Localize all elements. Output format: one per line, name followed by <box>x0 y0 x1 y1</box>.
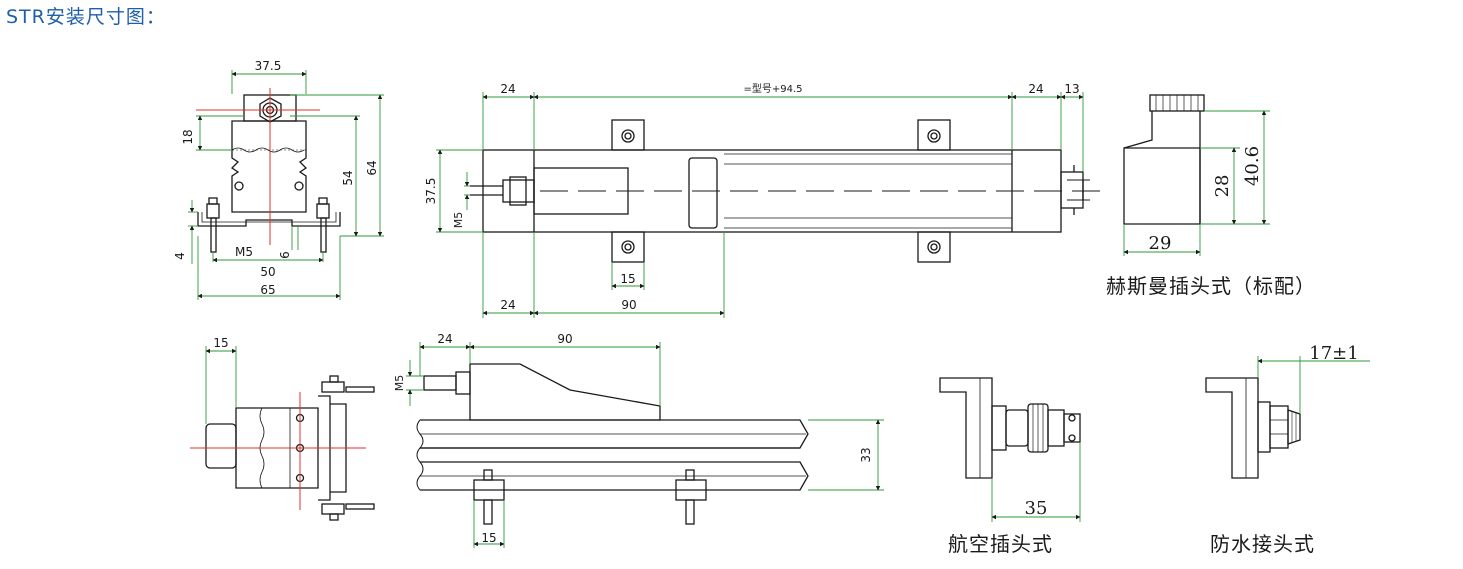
top-view <box>470 119 1100 263</box>
caption-waterproof: 防水接头式 <box>1210 532 1315 556</box>
dim-front-24: 24 <box>437 332 452 346</box>
dim-top-length: =型号+94.5 <box>743 82 802 95</box>
dim-plug-28: 28 <box>1212 175 1233 198</box>
page-title: STR安装尺寸图： <box>6 6 166 28</box>
dim-side-15: 15 <box>213 336 228 350</box>
dim-top-37-5: 37.5 <box>424 178 438 205</box>
dim-top-90: 90 <box>621 298 636 312</box>
dim-end-6: 6 <box>278 251 292 259</box>
dim-plug-29: 29 <box>1149 233 1172 254</box>
dim-aviation-35: 35 <box>1025 498 1048 519</box>
aviation-plug <box>939 377 1081 479</box>
dim-end-width: 37.5 <box>255 59 282 73</box>
dim-end-50: 50 <box>260 265 275 279</box>
waterproof-dimensions <box>1257 356 1370 414</box>
hirschmann-dimensions <box>1123 110 1270 256</box>
dim-front-33: 33 <box>859 447 873 462</box>
waterproof-connector <box>1205 377 1301 479</box>
dim-waterproof-17: 17±1 <box>1309 343 1358 364</box>
dim-top-m5: M5 <box>452 212 465 229</box>
caption-aviation: 航空插头式 <box>948 532 1053 556</box>
aviation-dimensions <box>991 442 1081 522</box>
dim-front-90: 90 <box>557 332 572 346</box>
hirschmann-plug <box>1123 94 1205 225</box>
dim-plug-40-6: 40.6 <box>1242 146 1263 186</box>
end-view <box>197 94 341 253</box>
top-view-dimensions <box>436 92 1084 318</box>
dim-top-13: 13 <box>1064 82 1079 96</box>
dim-front-15: 15 <box>481 531 496 545</box>
dim-top-24c: 24 <box>500 298 515 312</box>
end-view-centerlines <box>196 88 320 245</box>
end-view-dimensions <box>188 70 384 300</box>
caption-hirschmann: 赫斯曼插头式（标配） <box>1106 274 1316 298</box>
dim-end-64: 64 <box>365 160 379 175</box>
dim-end-65: 65 <box>260 283 275 297</box>
side-view-centerlines <box>190 392 366 510</box>
dim-front-m5: M5 <box>393 375 406 392</box>
front-view-dimensions <box>406 342 884 548</box>
dim-end-4: 4 <box>173 252 187 260</box>
dim-end-54: 54 <box>341 170 355 185</box>
dim-top-24b: 24 <box>1028 82 1043 96</box>
dim-end-m5: M5 <box>235 245 253 259</box>
front-view <box>416 363 809 525</box>
side-view-dimensions <box>205 346 237 424</box>
dim-top-15: 15 <box>620 272 635 286</box>
dim-end-18: 18 <box>181 129 195 144</box>
dim-top-24a: 24 <box>500 82 515 96</box>
